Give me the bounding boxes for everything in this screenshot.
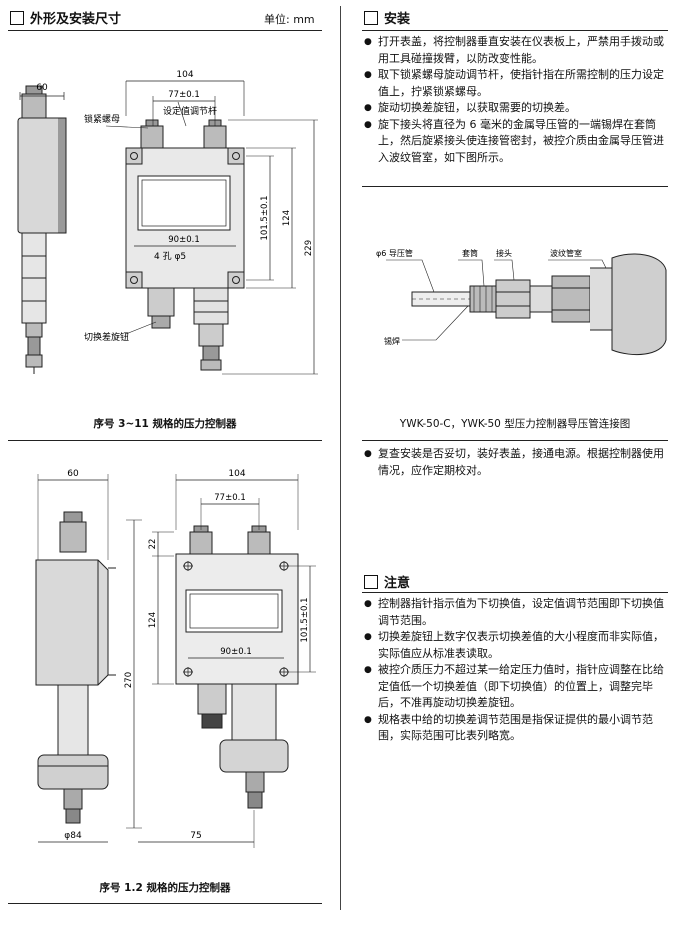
figure-2-caption: 序号 1.2 规格的压力控制器 [99,882,231,894]
left-bottom-rule [8,903,322,904]
fig2-dim-101: 101.5±0.1 [300,598,310,643]
check-item: 复查安装是否妥切，装好表盖，接通电源。根据控制器使用情况，应作定期校对。 [364,446,668,479]
left-header-rule [8,30,322,31]
fig1-label-set-lever: 设定值调节杆 [163,105,217,117]
pipe-label-solder: 锡焊 [384,336,400,346]
fig2-dim-22: 22 [148,539,158,550]
figure-1-drawing: 60 104 77±0.1 90±0.1 101.5±0.1 124 229 锁… [17,70,318,375]
install-section-title: 安装 [384,12,411,27]
notes-section-header: 注意 [364,572,410,591]
fig1-dim-77: 77±0.1 [168,90,199,100]
checkbox-square-icon [364,10,378,25]
left-section-title: 外形及安装尺寸 [30,12,122,27]
left-mid-rule [8,440,322,441]
fig1-label-diff-knob: 切换差旋钮 [84,331,129,343]
note-item: 被控介质压力不超过某一给定压力值时，指针应调整在比给定值低一个切换差值（即下切换… [364,662,668,712]
fig1-label-lock-nut: 锁紧螺母 [84,113,120,125]
fig2-dim-124: 124 [148,612,158,628]
fig2-dim-84: φ84 [64,831,82,841]
install-bottom-rule [362,186,668,187]
fig1-dim-124: 124 [282,210,292,226]
pipe-label-joint: 接头 [496,248,512,258]
notes-list: 控制器指针指示值为下切换值，设定值调节范围即下切换值调节范围。 切换差旋钮上数字… [364,596,668,745]
install-list: 打开表盖，将控制器垂直安装在仪表板上，严禁用手拨动或用工具碰撞拨臂，以防改变性能… [364,34,668,166]
pipe-label-pipe: φ6 导压管 [376,248,413,258]
fig1-dim-104: 104 [176,70,193,80]
figure-1-caption: 序号 3~11 规格的压力控制器 [93,418,237,430]
install-item: 旋下接头将直径为 6 毫米的金属导压管的一端锡焊在套筒上，然后旋紧接头使连接管密… [364,117,668,167]
unit-label: 单位: mm [264,13,315,26]
fig2-dim-104: 104 [228,469,245,479]
install-header-rule [362,30,668,31]
pipe-bottom-rule [362,440,668,441]
pipe-label-bellows: 波纹管室 [550,248,582,258]
install-item: 取下锁紧螺母旋动调节杆，使指针指在所需控制的压力设定值上，拧紧锁紧螺母。 [364,67,668,100]
notes-header-rule [362,592,668,593]
fig2-dim-77: 77±0.1 [214,493,245,503]
figure-2-drawing: 60 104 77±0.1 90±0.1 22 124 270 101.5±0.… [35,469,316,848]
note-item: 切换差旋钮上数字仅表示切换差值的大小程度而非实际值，实际值应从标准表读取。 [364,629,668,662]
install-item: 打开表盖，将控制器垂直安装在仪表板上，严禁用手拨动或用工具碰撞拨臂，以防改变性能… [364,34,668,67]
fig1-dim-60: 60 [36,83,48,93]
fig2-dim-90: 90±0.1 [220,647,251,657]
note-item: 规格表中给的切换差调节范围是指保证提供的最小调节范围，实际范围可比表列略宽。 [364,712,668,745]
left-section-header: 外形及安装尺寸 [10,8,121,27]
fig1-label-holes: 4 孔 φ5 [154,251,186,262]
pipe-figure-caption: YWK-50-C，YWK-50 型压力控制器导压管连接图 [399,418,631,430]
checkbox-square-icon [10,10,24,25]
fig1-dim-101: 101.5±0.1 [260,196,270,241]
fig1-dim-229: 229 [304,240,314,256]
fig1-dim-90: 90±0.1 [168,235,199,245]
fig2-dim-60: 60 [67,469,79,479]
install-section-header: 安装 [364,8,410,27]
fig2-dim-270: 270 [124,672,134,688]
pipe-label-sleeve: 套筒 [462,248,478,258]
notes-section-title: 注意 [384,576,411,591]
pipe-connection-drawing: φ6 导压管 套筒 接头 波纹管室 锡焊 [376,248,667,356]
column-divider [340,6,341,910]
checkbox-square-icon [364,574,378,589]
check-list: 复查安装是否妥切，装好表盖，接通电源。根据控制器使用情况，应作定期校对。 [364,446,668,479]
note-item: 控制器指针指示值为下切换值，设定值调节范围即下切换值调节范围。 [364,596,668,629]
install-item: 旋动切换差旋钮，以获取需要的切换差。 [364,100,668,117]
fig2-dim-75: 75 [190,831,201,841]
